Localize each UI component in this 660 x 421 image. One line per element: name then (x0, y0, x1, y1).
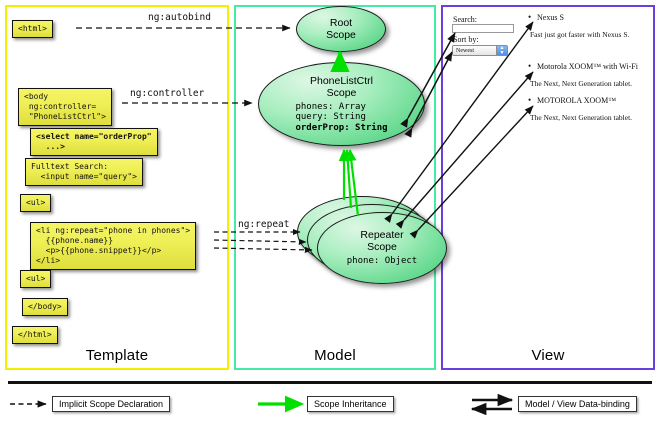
code-box-li-repeat: <li ng:repeat="phone in phones"> {{phone… (30, 222, 197, 270)
chevron-updown-icon: ▲▼ (496, 45, 507, 55)
edge-label-repeat: ng:repeat (238, 219, 290, 230)
panel-template-label: Template (85, 347, 149, 364)
list-item-name[interactable]: Motorola XOOM™ with Wi-Fi (528, 61, 638, 71)
code-box-body-close: </body> (22, 298, 68, 316)
panel-model-label: Model (314, 347, 356, 364)
list-item-snippet: Fast just got faster with Nexus S. (530, 30, 630, 39)
code-box-html-open: <html> (12, 20, 53, 38)
sort-by-select[interactable]: Newest ▲▼ (452, 45, 508, 56)
code-box-fulltext: Fulltext Search: <input name="query"> (25, 158, 143, 186)
code-box-ul-close: <ul> (20, 270, 52, 288)
edge-label-controller: ng:controller (130, 88, 205, 99)
code-box-ul-open: <ul> (20, 194, 52, 212)
panel-view: View (441, 5, 655, 370)
sort-by-selected-value: Newest (456, 47, 474, 54)
legend-model-view-data-binding: Model / View Data-binding (518, 396, 637, 412)
view-search-label: Search: (453, 15, 477, 24)
search-input[interactable] (452, 24, 514, 33)
scope-property: phone: Object (346, 256, 418, 267)
scope-property: query: String (295, 112, 366, 123)
panel-view-label: View (531, 347, 565, 364)
code-box-body-open: <body ng:controller= "PhoneListCtrl"> (18, 88, 112, 126)
edge-label-autobind: ng:autobind (148, 12, 211, 23)
list-item-name[interactable]: Nexus S (528, 12, 564, 22)
code-box-select: <select name="orderProp" ...> (30, 128, 158, 156)
list-item-snippet: The Next, Next Generation tablet. (530, 79, 633, 88)
list-item-snippet: The Next, Next Generation tablet. (530, 113, 633, 122)
panel-model: Model (234, 5, 436, 370)
scope-property: orderProp: String (295, 122, 388, 133)
list-item-name[interactable]: MOTOROLA XOOM™ (528, 95, 616, 105)
scope-property: phones: Array (295, 101, 366, 112)
legend-scope-inheritance: Scope Inheritance (307, 396, 394, 412)
legend-implicit-scope-declaration: Implicit Scope Declaration (52, 396, 171, 412)
legend-divider (8, 381, 652, 384)
view-sort-label: Sort by: (453, 35, 479, 44)
scope-repeater-props: phone: Object (347, 256, 417, 267)
code-box-html-close: </html> (12, 326, 58, 344)
